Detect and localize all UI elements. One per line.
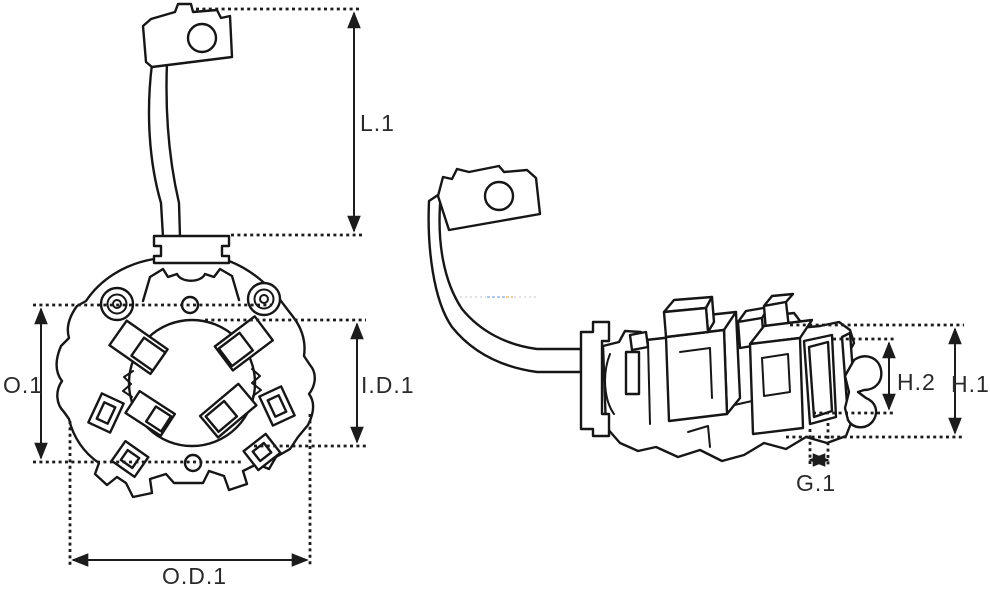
terminal-lug-hole-side (483, 180, 515, 212)
brush-box-upper-left (108, 319, 169, 376)
dimension-g1: G.1 (796, 423, 836, 496)
lead-wire-front (147, 60, 182, 239)
dim-label-od1: O.D.1 (162, 563, 227, 589)
brush-box-middle-cap (662, 295, 716, 339)
dimension-l1: L.1 (196, 7, 395, 237)
dim-label-h2: H.2 (897, 369, 936, 395)
brush-box-upper-right (213, 315, 274, 372)
mounting-flange (579, 320, 611, 438)
bore-step-right (251, 368, 262, 397)
dim-label-l1: L.1 (360, 110, 395, 136)
plate-castellation (141, 267, 241, 303)
brush-box-middle-tab (628, 330, 650, 352)
retainer-hook (843, 355, 883, 429)
carbon-brush (802, 333, 838, 426)
brush-box-lower-left (124, 389, 177, 437)
dimension-h2: H.2 (813, 337, 936, 415)
retaining-clip-right (258, 385, 296, 427)
front-view: L.1 O.1 I.D.1 O.D.1 (3, 2, 415, 589)
side-view: H.2 H.1 G.1 (427, 164, 990, 496)
brush-box-lower-right (198, 382, 258, 439)
dim-label-id1: I.D.1 (361, 372, 415, 398)
brush-box-right (748, 318, 814, 436)
retaining-clip-bottom-right (242, 432, 282, 472)
dim-label-g1: G.1 (796, 470, 836, 496)
terminal-lug-hole-front (186, 22, 218, 54)
dimension-o1: O.1 (3, 303, 272, 464)
dimension-od1: O.D.1 (68, 414, 312, 589)
dim-label-h1: H.1 (951, 371, 990, 397)
mounting-boss-right (246, 281, 282, 317)
dimension-id1: I.D.1 (205, 318, 415, 448)
connector-block (152, 234, 231, 265)
retaining-clip-left (87, 392, 125, 434)
spring-slot (624, 350, 641, 396)
dimension-h1: H.1 (786, 323, 990, 439)
dim-label-o1: O.1 (3, 372, 43, 398)
lead-wire-side (427, 191, 583, 374)
bore-step-left (122, 370, 134, 398)
